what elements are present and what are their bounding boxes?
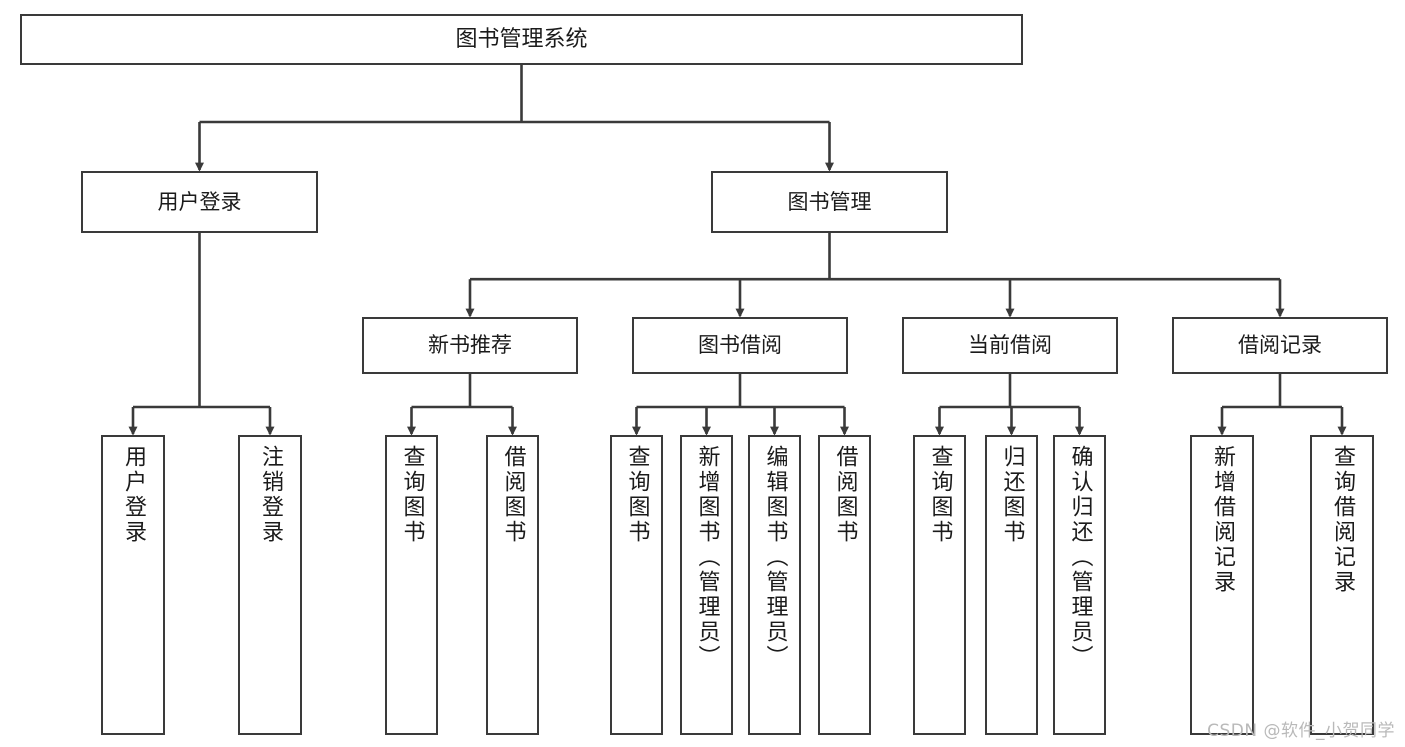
node-leaf-confirm-return-admin[interactable]: 确认归还（管理员）	[1053, 435, 1106, 735]
node-leaf-borrow-book-1[interactable]: 借阅图书	[486, 435, 539, 735]
node-label: 借阅记录	[1238, 333, 1322, 358]
node-label: 注销登录	[258, 445, 283, 545]
node-leaf-add-book-admin[interactable]: 新增图书（管理员）	[680, 435, 733, 735]
node-leaf-query-book-2[interactable]: 查询图书	[610, 435, 663, 735]
node-l3-new-book-rec[interactable]: 新书推荐	[362, 317, 578, 374]
node-label: 查询借阅记录	[1330, 445, 1355, 595]
node-leaf-return-book[interactable]: 归还图书	[985, 435, 1038, 735]
node-label: 用户登录	[121, 445, 146, 545]
node-l2-book-manage[interactable]: 图书管理	[711, 171, 948, 233]
node-leaf-logout[interactable]: 注销登录	[238, 435, 302, 735]
node-l3-current-borrow[interactable]: 当前借阅	[902, 317, 1118, 374]
node-label: 确认归还（管理员）	[1067, 445, 1093, 670]
node-l2-user-login[interactable]: 用户登录	[81, 171, 318, 233]
node-l3-borrow-record[interactable]: 借阅记录	[1172, 317, 1388, 374]
node-label: 查询图书	[624, 445, 650, 545]
node-label: 查询图书	[927, 445, 953, 545]
csdn-watermark: CSDN @软件_小贺同学	[1207, 721, 1395, 741]
node-leaf-borrow-book-2[interactable]: 借阅图书	[818, 435, 871, 735]
node-leaf-query-book-3[interactable]: 查询图书	[913, 435, 966, 735]
node-label: 借阅图书	[832, 445, 858, 545]
node-label: 借阅图书	[500, 445, 526, 545]
node-label: 当前借阅	[968, 333, 1052, 358]
node-l3-book-borrow[interactable]: 图书借阅	[632, 317, 848, 374]
node-label: 图书管理	[787, 189, 872, 214]
node-leaf-add-borrow-record[interactable]: 新增借阅记录	[1190, 435, 1254, 735]
node-label: 查询图书	[399, 445, 425, 545]
node-root[interactable]: 图书管理系统	[20, 14, 1023, 65]
node-leaf-user-login[interactable]: 用户登录	[101, 435, 165, 735]
node-leaf-query-book-1[interactable]: 查询图书	[385, 435, 438, 735]
node-label: 新增借阅记录	[1210, 445, 1235, 595]
node-label: 编辑图书（管理员）	[762, 445, 788, 670]
node-leaf-query-borrow-record[interactable]: 查询借阅记录	[1310, 435, 1374, 735]
node-label: 归还图书	[999, 445, 1025, 545]
node-label: 新书推荐	[428, 333, 512, 358]
node-label: 图书管理系统	[455, 26, 588, 52]
node-label: 新增图书（管理员）	[694, 445, 720, 670]
node-leaf-edit-book-admin[interactable]: 编辑图书（管理员）	[748, 435, 801, 735]
node-label: 用户登录	[157, 189, 242, 214]
node-label: 图书借阅	[698, 333, 782, 358]
